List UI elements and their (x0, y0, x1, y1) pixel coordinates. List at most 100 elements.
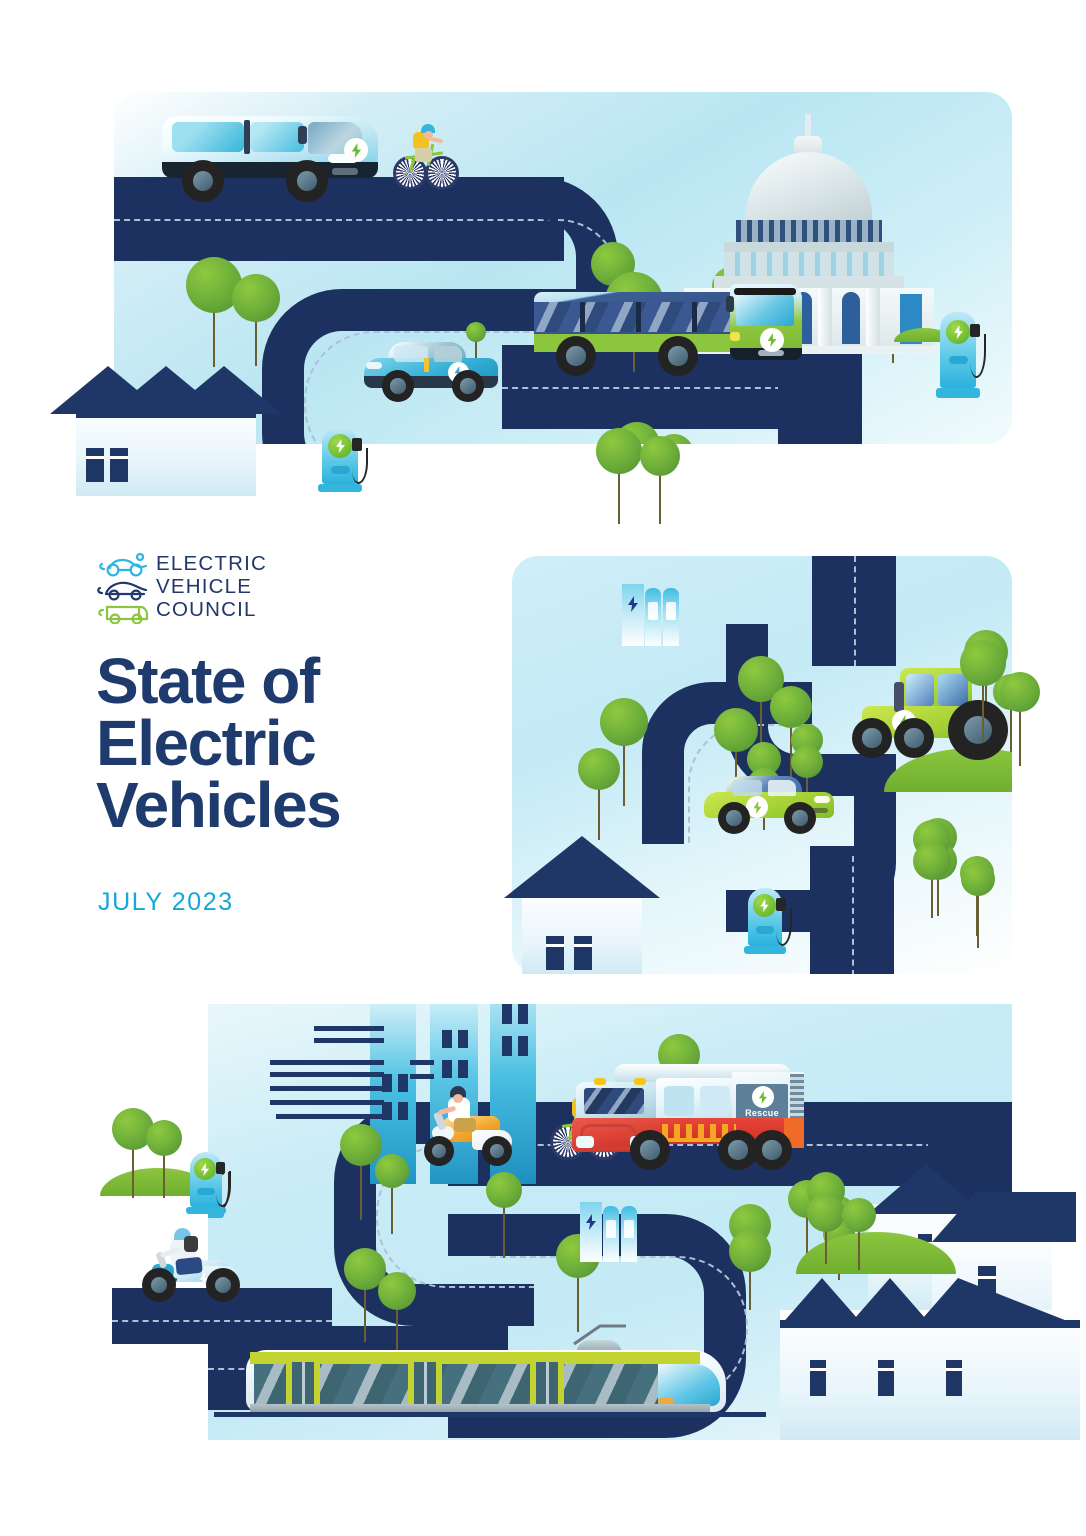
wheel (142, 1268, 176, 1302)
wheel (630, 1130, 670, 1170)
wheel (452, 370, 484, 402)
window (86, 448, 104, 482)
window (878, 1360, 894, 1396)
electric-vehicle-council-logo: ELECTRIC VEHICLE COUNCIL (96, 552, 276, 624)
tree (486, 1172, 522, 1258)
wheel (752, 1130, 792, 1170)
bolt-icon (585, 1214, 597, 1230)
wheel (718, 1130, 758, 1170)
charging-bolt-icon (753, 894, 776, 917)
wheel (206, 1268, 240, 1302)
charging-cable (352, 448, 368, 484)
logo-word-line-2: VEHICLE (156, 575, 253, 598)
wheel (482, 1136, 512, 1166)
tree (654, 434, 694, 444)
battery-storage-unit (622, 584, 680, 646)
window (574, 936, 592, 970)
tree (960, 640, 1006, 742)
wheel (784, 802, 816, 834)
charging-station[interactable] (186, 1152, 231, 1214)
grass-mound (894, 328, 954, 342)
charging-cable (216, 1171, 231, 1207)
road-dash (852, 856, 854, 974)
window (946, 1360, 962, 1396)
tree (714, 708, 758, 804)
tree (912, 820, 952, 918)
window (110, 448, 128, 482)
tree (770, 686, 812, 778)
illustration-panel-top (114, 92, 1012, 444)
wheel (382, 370, 414, 402)
wheel-mid (894, 718, 934, 758)
battery-storage-unit (580, 1202, 638, 1262)
logo-wordmark: ELECTRIC VEHICLE COUNCIL (156, 552, 267, 621)
charging-nozzle (352, 438, 362, 451)
page-subtitle: JULY 2023 (98, 888, 234, 916)
road-dash (304, 331, 616, 444)
ev-badge (752, 1086, 774, 1108)
tree (960, 862, 996, 948)
electric-car-green (704, 774, 834, 834)
tree (806, 1172, 846, 1264)
tree (378, 1272, 416, 1358)
window (546, 936, 564, 970)
cyclist (389, 120, 459, 190)
electric-fire-truck: Rescue (572, 1042, 804, 1170)
title-line-1: State of (96, 645, 320, 717)
charging-bolt-icon (194, 1158, 216, 1180)
charging-station[interactable] (743, 888, 792, 954)
electric-scooter (418, 1086, 518, 1172)
wheel (424, 1136, 454, 1166)
house-row (780, 1256, 1080, 1440)
charging-station[interactable] (317, 428, 368, 492)
logo-word-line-1: ELECTRIC (156, 552, 267, 575)
tree (146, 1120, 182, 1198)
tree (842, 1198, 876, 1270)
ev-badge (760, 328, 784, 352)
tree (232, 274, 280, 366)
electric-motorcycle (140, 1228, 250, 1302)
road-segment (778, 345, 862, 444)
electric-van (158, 110, 388, 202)
window (810, 1360, 826, 1396)
house (50, 366, 282, 496)
ev-badge (344, 138, 368, 162)
tree (466, 322, 486, 362)
tree (1000, 672, 1040, 766)
page-title: State of Electric Vehicles (96, 645, 476, 841)
electric-tractor (842, 668, 1012, 760)
tree (340, 1124, 382, 1220)
rescue-label: Rescue (745, 1108, 779, 1118)
electric-bus (534, 278, 802, 376)
tree (728, 1204, 772, 1310)
road-dash (112, 1320, 332, 1322)
charging-nozzle (970, 324, 980, 337)
charging-station[interactable] (935, 312, 986, 398)
tree (640, 436, 680, 524)
charging-bolt-icon (328, 434, 352, 458)
charging-cable (970, 334, 986, 378)
house (504, 832, 660, 974)
bolt-icon (627, 596, 639, 612)
light-rail-tram (214, 1322, 766, 1428)
bolt-icon (196, 1272, 212, 1286)
tree (596, 428, 642, 524)
charging-nozzle (216, 1162, 225, 1174)
tree (790, 724, 824, 814)
ev-badge (746, 796, 768, 818)
wheel (718, 802, 750, 834)
charging-cable (776, 908, 792, 946)
title-line-3: Vehicles (96, 769, 342, 841)
wheel (658, 336, 698, 376)
wheel-rear (948, 700, 1008, 760)
tree (600, 698, 648, 806)
road-dash (114, 219, 564, 221)
charging-nozzle (776, 898, 786, 911)
charging-bolt-icon (946, 320, 970, 344)
electric-car (364, 340, 498, 402)
city-buildings (270, 1004, 570, 1190)
logo-word-line-3: COUNCIL (156, 598, 257, 621)
tree (578, 748, 620, 840)
title-line-2: Electric (96, 707, 317, 779)
